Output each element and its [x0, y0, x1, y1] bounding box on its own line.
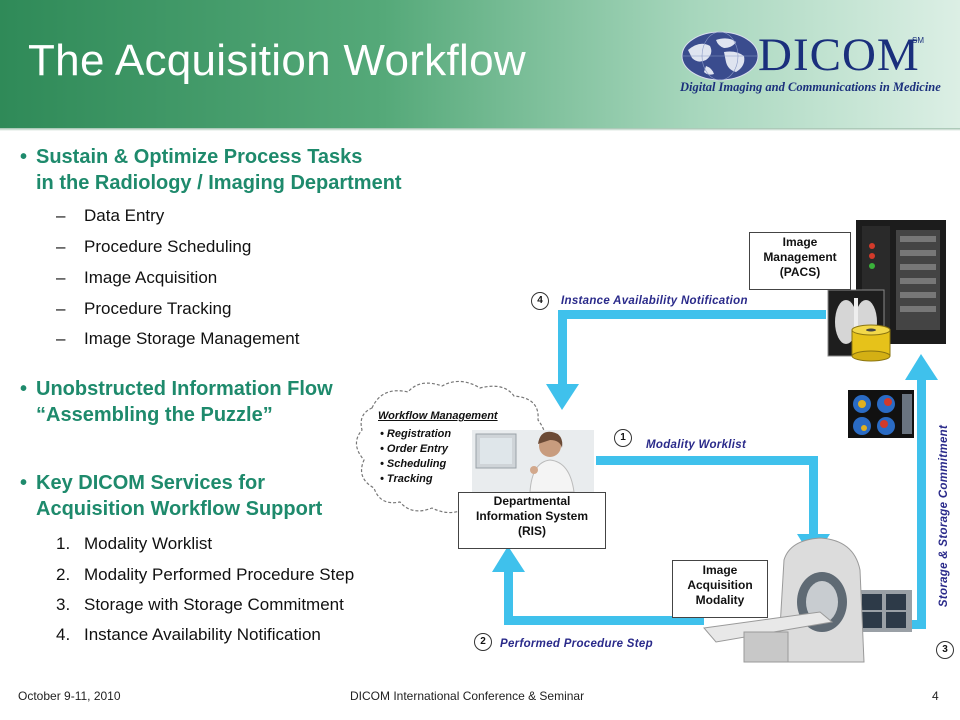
logo-wordmark: DICOM — [758, 29, 920, 81]
flow-label-modality-worklist: Modality Worklist — [646, 439, 747, 451]
workflow-item: • Order Entry — [380, 442, 451, 457]
workflow-item: • Tracking — [380, 472, 451, 487]
sub-item-text: Procedure Tracking — [84, 299, 232, 318]
ris-label-line: (RIS) — [518, 524, 546, 538]
flow-label-instance-availability: Instance Availability Notification — [561, 295, 748, 307]
step-1-badge: 1 — [614, 429, 632, 447]
footer-event: DICOM International Conference & Seminar — [350, 689, 585, 703]
bullet-marker: • — [380, 473, 384, 485]
step-3-badge: 3 — [936, 641, 954, 659]
item-number: 2. — [56, 565, 71, 584]
step-4-badge: 4 — [531, 292, 549, 310]
bullet-marker: • — [20, 378, 28, 400]
bullet-line: Key DICOM Services for — [36, 472, 265, 494]
service-item-text: Storage with Storage Commitment — [84, 595, 344, 614]
pacs-label: Image Management (PACS) — [749, 232, 851, 290]
footer-date: October 9-11, 2010 — [18, 689, 121, 703]
mri-images-thumbnail — [848, 390, 914, 438]
sub-item-text: Image Acquisition — [84, 268, 218, 287]
workflow-heading: Workflow Management — [378, 410, 498, 422]
step-2-badge: 2 — [474, 633, 492, 651]
flow-label-storage-commitment: Storage & Storage Commitment — [938, 424, 950, 608]
title-banner — [0, 0, 960, 128]
slide-title: The Acquisition Workflow — [28, 36, 526, 85]
logo-subtitle: Digital Imaging and Communications in Me… — [680, 80, 941, 94]
workflow-item-text: Registration — [386, 428, 452, 440]
ris-label: Departmental Information System (RIS) — [458, 492, 606, 549]
bullet-line: “Assembling the Puzzle” — [36, 404, 273, 426]
dash-marker: – — [56, 268, 66, 287]
bullet-line: Unobstructed Information Flow — [36, 378, 333, 400]
workflow-items: • Registration • Order Entry • Schedulin… — [380, 427, 451, 487]
ct-scanner-icon — [703, 537, 912, 663]
workflow-item: • Scheduling — [380, 457, 451, 472]
workflow-item-text: Tracking — [386, 473, 433, 485]
service-item-text: Instance Availability Notification — [84, 625, 321, 644]
dash-marker: – — [56, 237, 66, 256]
modality-label-line: Modality — [695, 593, 745, 607]
pacs-label-line: Management — [763, 250, 837, 264]
arrow-storage-commitment — [905, 354, 938, 629]
bullet-marker: • — [20, 472, 28, 494]
bullet-marker: • — [380, 443, 384, 455]
bullet-line: Sustain & Optimize Process Tasks — [36, 146, 363, 168]
page-number: 4 — [932, 689, 939, 703]
banner-divider — [0, 128, 960, 131]
pacs-server-icon — [856, 220, 946, 344]
arrow-performed-procedure-step — [492, 546, 704, 625]
modality-label-line: Acquisition — [687, 578, 753, 592]
dash-marker: – — [56, 206, 66, 225]
bullet-line: in the Radiology / Imaging Department — [36, 172, 402, 194]
workflow-item: • Registration — [380, 427, 451, 442]
sub-item-text: Image Storage Management — [84, 329, 300, 348]
modality-label-line: Image — [702, 563, 738, 577]
bullet-line: Acquisition Workflow Support — [36, 498, 323, 520]
bullet-marker: • — [20, 146, 28, 168]
ris-label-line: Departmental — [493, 494, 571, 508]
pacs-label-line: (PACS) — [779, 265, 821, 279]
bullet-marker: • — [380, 428, 384, 440]
dicom-logo: DICOM SM Digital Imaging and Communicati… — [676, 28, 941, 98]
dash-marker: – — [56, 299, 66, 318]
modality-label: Image Acquisition Modality — [672, 560, 768, 618]
ris-label-line: Information System — [475, 509, 589, 523]
flow-label-performed-procedure-step: Performed Procedure Step — [500, 638, 653, 650]
arrow-instance-availability — [546, 310, 826, 410]
ris-user-photo — [472, 430, 594, 493]
workflow-item-text: Scheduling — [386, 458, 447, 470]
bullet-marker: • — [380, 458, 384, 470]
arrow-modality-worklist — [596, 456, 830, 560]
item-number: 1. — [56, 534, 71, 553]
item-number: 3. — [56, 595, 71, 614]
sub-item-text: Data Entry — [84, 206, 165, 225]
service-item-text: Modality Performed Procedure Step — [84, 565, 355, 584]
dash-marker: – — [56, 329, 66, 348]
globe-icon — [681, 31, 759, 81]
storage-disk-icon — [851, 324, 891, 362]
logo-service-mark: SM — [912, 36, 924, 45]
sub-item-text: Procedure Scheduling — [84, 237, 252, 256]
pacs-label-line: Image — [782, 235, 818, 249]
service-item-text: Modality Worklist — [84, 534, 213, 553]
item-number: 4. — [56, 625, 71, 644]
workflow-item-text: Order Entry — [386, 443, 449, 455]
